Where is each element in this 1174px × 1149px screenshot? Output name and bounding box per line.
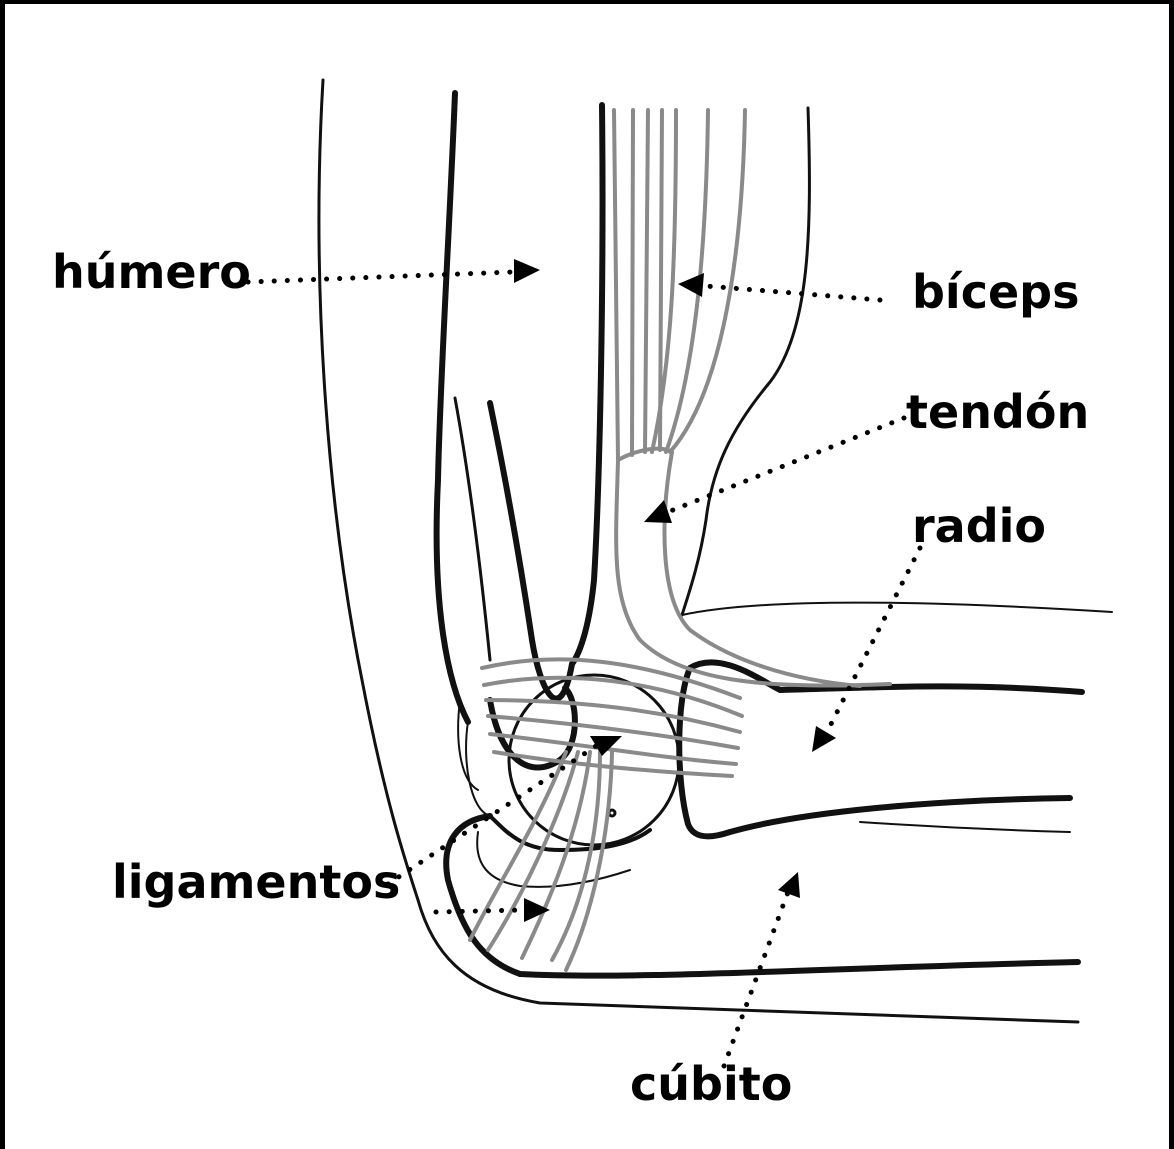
ulna-bone <box>446 810 1078 976</box>
label-radio: radio <box>912 499 1046 553</box>
label-biceps: bíceps <box>912 265 1079 319</box>
biceps-muscle <box>614 110 745 460</box>
leader-lines <box>248 259 920 1066</box>
arrow-radio-icon <box>812 726 836 752</box>
label-cubito: cúbito <box>630 1057 792 1111</box>
ligaments <box>470 659 742 970</box>
leader-tendon <box>668 418 904 512</box>
leader-radio <box>826 548 920 734</box>
label-tendon: tendón <box>906 385 1089 439</box>
arrow-tendon-icon <box>644 500 672 523</box>
radius-bone <box>679 662 1082 836</box>
leader-humero <box>248 272 512 282</box>
label-humero: húmero <box>52 245 251 299</box>
arrow-biceps-icon <box>678 273 704 297</box>
biceps-tendon <box>616 449 890 686</box>
leader-cubito <box>724 892 788 1066</box>
arrow-humero-icon <box>514 259 540 283</box>
label-ligamentos: ligamentos <box>112 855 400 909</box>
